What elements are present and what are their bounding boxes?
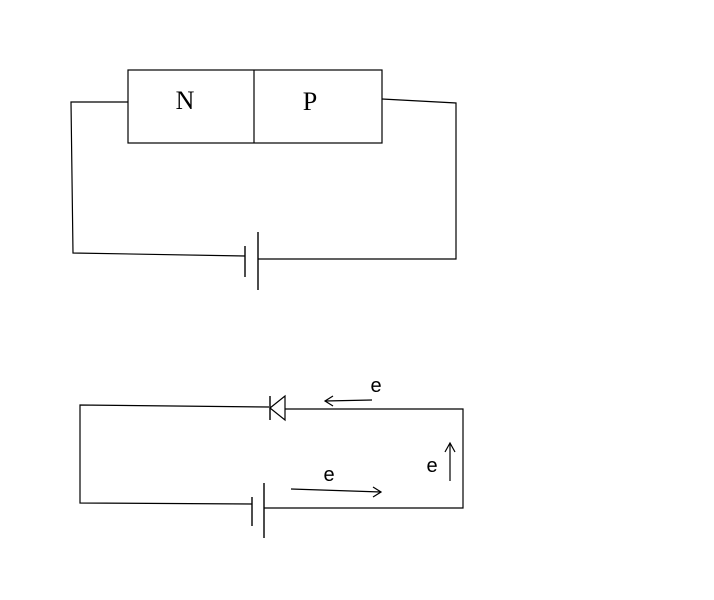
arrow-right-shaft [290, 488, 382, 493]
arrow-left-shaft [324, 399, 373, 402]
electron-arrow-bottom: e [290, 464, 383, 498]
arrow-up-icon [444, 441, 456, 453]
left-wire [70, 101, 246, 257]
pn-junction-circuit: N P [70, 69, 457, 290]
diode-triangle [269, 394, 286, 422]
diode-icon [269, 394, 286, 422]
arrow-right-icon [372, 486, 383, 498]
right-wire [258, 98, 457, 260]
n-region-label: N [176, 86, 195, 115]
electron-arrow-right: e [426, 441, 456, 481]
electron-arrow-top: e [323, 375, 382, 407]
p-region-label: P [303, 87, 317, 116]
arrow-left-icon [323, 395, 334, 407]
diode-circuit: e e e [79, 375, 464, 538]
electron-label-top: e [370, 375, 381, 397]
electron-label-right: e [426, 455, 437, 477]
electron-label-bottom: e [323, 464, 334, 486]
left-loop-wire [79, 404, 270, 505]
right-loop-wire [264, 408, 464, 509]
pn-block [127, 69, 383, 144]
battery-icon-2 [251, 483, 265, 538]
battery-icon [244, 232, 259, 290]
